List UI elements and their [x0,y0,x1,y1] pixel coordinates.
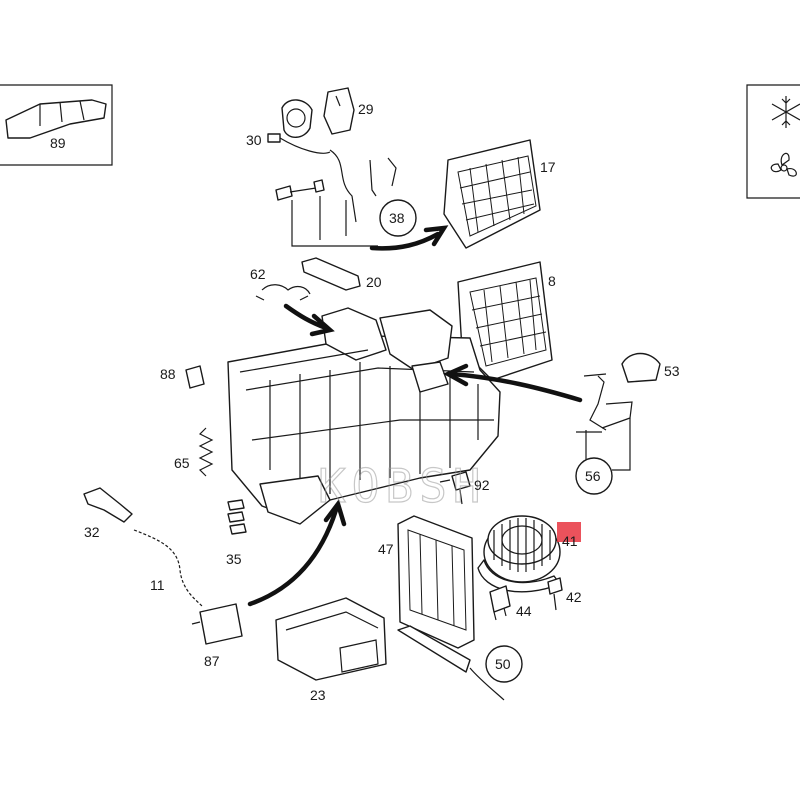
assembly-arrows [247,225,583,607]
main-hvac-housing [227,307,501,525]
label-17: 17 [540,159,556,175]
label-29: 29 [358,101,374,117]
part-32-sensor [83,487,133,523]
snowflake-icon [771,96,800,128]
label-20: 20 [366,274,382,290]
part-65-spring [198,427,214,477]
label-65: 65 [174,455,190,471]
part-17-housing [443,139,541,249]
highlight-41 [557,522,581,542]
label-89: 89 [50,135,66,151]
label-53: 53 [664,363,680,379]
part-11-cable [133,529,203,607]
servo-29 [323,87,355,135]
linkage-rods [275,149,397,247]
label-32: 32 [84,524,100,540]
label-50: 50 [495,656,511,672]
label-44: 44 [516,603,532,619]
part-50-filter [397,625,505,701]
label-56: 56 [585,468,601,484]
watermark-text: KOBSH [318,459,486,513]
label-87: 87 [204,653,220,669]
servo-motor-30 [267,99,331,154]
label-35: 35 [226,551,242,567]
label-38: 38 [389,210,405,226]
legend-box [746,84,800,199]
part-88-bracket [185,365,205,389]
part-8-housing [457,261,553,381]
part-62-clips [255,284,311,301]
callout-circle-56 [575,457,613,495]
part-87-control-unit [191,603,243,645]
label-47: 47 [378,541,394,557]
label-11: 11 [150,577,165,593]
part-35-clips [227,499,247,535]
part-53-actuator [576,352,661,471]
label-62: 62 [250,266,266,282]
part-44-resistor [489,585,511,621]
part-92-screw [439,471,471,505]
label-41: 41 [562,533,578,549]
label-23: 23 [310,687,326,703]
label-42: 42 [566,589,582,605]
part-23-lower-housing [275,597,387,681]
label-92: 92 [474,477,490,493]
label-8: 8 [548,273,556,289]
part-47-filter-frame [397,515,475,649]
part-42-screw [547,577,563,611]
label-30: 30 [246,132,262,148]
label-88: 88 [160,366,176,382]
callout-circle-50 [485,645,523,683]
part-41-blower-motor [477,515,561,593]
part-20-seal [301,257,361,291]
fan-icon [770,152,797,177]
inset-box-89 [0,84,113,166]
callout-circle-38 [379,199,417,237]
